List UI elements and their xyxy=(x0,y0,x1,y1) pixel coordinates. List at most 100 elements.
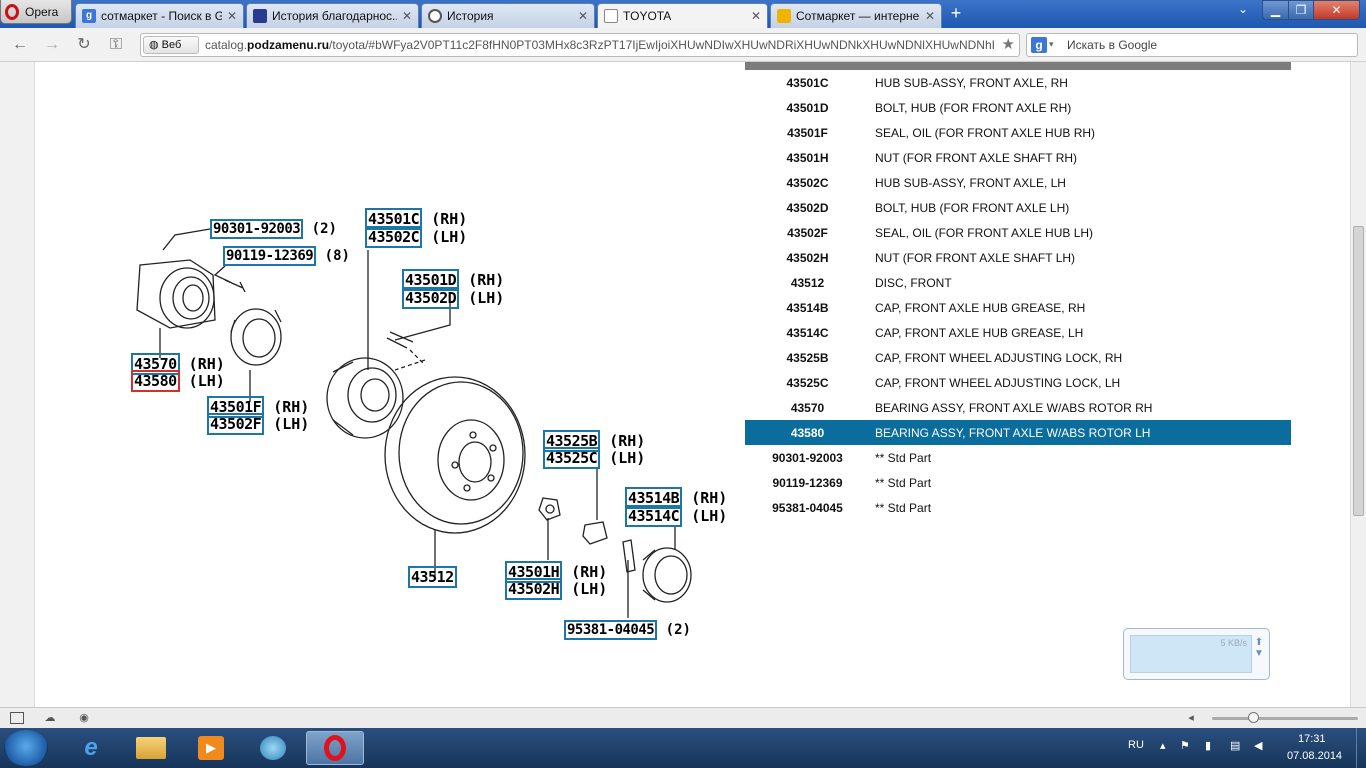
tab-history-thanks[interactable]: История благодарнос... ✕ xyxy=(246,3,419,28)
part-number-link[interactable]: 43501D xyxy=(402,269,460,291)
search-engine-dropdown-icon[interactable]: ▾ xyxy=(1049,39,1054,49)
opera-menu-button[interactable]: Opera xyxy=(0,0,72,24)
flag-icon[interactable]: ⚑ xyxy=(1180,740,1190,752)
taskbar-opera[interactable] xyxy=(306,731,364,765)
tab-close-icon[interactable]: ✕ xyxy=(577,9,588,23)
start-button[interactable] xyxy=(4,730,48,766)
zoom-slider-knob[interactable] xyxy=(1248,712,1259,723)
restore-button[interactable]: ❐ xyxy=(1288,0,1314,20)
table-row[interactable]: 90119-12369** Std Part xyxy=(745,470,1291,495)
part-number-link[interactable]: 43501F xyxy=(207,396,265,418)
part-number-link-selected[interactable]: 43580 xyxy=(131,370,180,392)
callout-43570[interactable]: 43570 (RH) xyxy=(131,353,225,375)
callout-90301-92003[interactable]: 90301-92003 (2) xyxy=(210,219,337,239)
tab-menu-chevron-icon[interactable]: ⌄ xyxy=(1237,2,1249,16)
part-code[interactable]: 43502D xyxy=(786,200,829,215)
part-number-link[interactable]: 43525C xyxy=(543,447,601,469)
tab-google-search[interactable]: g сотмаркет - Поиск в G... ✕ xyxy=(75,3,244,28)
tab-close-icon[interactable]: ✕ xyxy=(401,9,412,23)
callout-43501H[interactable]: 43501H (RH) xyxy=(505,561,607,583)
taskbar-explorer[interactable] xyxy=(122,731,180,765)
speed-dial-icon[interactable]: ◉ xyxy=(79,712,89,724)
scrollbar-thumb[interactable] xyxy=(1353,226,1364,516)
tab-sotmarket[interactable]: Сотмаркет — интерне... ✕ xyxy=(770,3,942,28)
language-indicator[interactable]: RU xyxy=(1128,739,1144,751)
part-number-link[interactable]: 43512 xyxy=(408,566,457,588)
network-icon[interactable]: ▤ xyxy=(1230,740,1241,752)
taskbar-app[interactable] xyxy=(244,731,302,765)
callout-43514C[interactable]: 43514C (LH) xyxy=(625,505,727,527)
zoom-left-arrow-icon[interactable]: ◂ xyxy=(1188,712,1194,724)
callout-90119-12369[interactable]: 90119-12369 (8) xyxy=(223,246,350,266)
part-code[interactable]: 95381-04045 xyxy=(772,500,843,515)
cloud-icon[interactable]: ☁ xyxy=(44,712,56,724)
part-number-link[interactable]: 43501H xyxy=(505,561,563,583)
clock-date[interactable]: 07.08.2014 xyxy=(1287,750,1343,762)
part-code[interactable]: 43502F xyxy=(787,225,828,240)
callout-43502F[interactable]: 43502F (LH) xyxy=(207,413,309,435)
show-desktop-button[interactable] xyxy=(1356,728,1366,768)
callout-43525B[interactable]: 43525B (RH) xyxy=(543,430,645,452)
part-number-link[interactable]: 43514C xyxy=(625,505,683,527)
callout-95381-04045[interactable]: 95381-04045 (2) xyxy=(564,620,691,640)
reload-icon[interactable]: ↻ xyxy=(77,36,91,53)
callout-43501D[interactable]: 43501D (RH) xyxy=(402,269,504,291)
part-code[interactable]: 43501D xyxy=(786,100,829,115)
clock-time[interactable]: 17:31 xyxy=(1298,733,1326,745)
part-code[interactable]: 43570 xyxy=(790,400,825,415)
tab-close-icon[interactable]: ✕ xyxy=(750,9,761,23)
callout-43512[interactable]: 43512 xyxy=(408,566,457,588)
close-window-button[interactable]: ✕ xyxy=(1313,0,1360,20)
download-speed-widget[interactable]: 5 KB/s ⬆▼ xyxy=(1123,628,1270,680)
tray-expand-icon[interactable]: ▴ xyxy=(1160,740,1166,752)
device-icon[interactable]: ▮ xyxy=(1205,740,1212,752)
callout-43502H[interactable]: 43502H (LH) xyxy=(505,578,607,600)
callout-43525C[interactable]: 43525C (LH) xyxy=(543,447,645,469)
table-row[interactable]: 90301-92003** Std Part xyxy=(745,445,1291,470)
part-number-link[interactable]: 90119-12369 xyxy=(223,246,317,266)
taskbar-ie[interactable]: e xyxy=(62,731,120,765)
part-number-link[interactable]: 43502C xyxy=(365,226,423,248)
part-code[interactable]: 43525C xyxy=(786,375,829,390)
new-tab-button[interactable]: + xyxy=(950,3,962,23)
table-row[interactable]: 95381-04045** Std Part xyxy=(745,495,1291,520)
callout-43580[interactable]: 43580 (LH) xyxy=(131,370,225,392)
search-field[interactable]: g ▾ Искать в Google xyxy=(1026,33,1358,57)
part-number-link[interactable]: 95381-04045 xyxy=(564,620,658,640)
url-text[interactable]: catalog.podzamenu.ru/toyota/#bWFya2V0PT1… xyxy=(205,38,995,52)
part-code[interactable]: 43525B xyxy=(786,350,829,365)
callout-43501C[interactable]: 43501C (RH) xyxy=(365,208,467,230)
google-search-icon[interactable]: g xyxy=(1031,37,1047,53)
tab-close-icon[interactable]: ✕ xyxy=(924,9,935,23)
part-code[interactable]: 43512 xyxy=(790,275,825,290)
part-code[interactable]: 43502H xyxy=(786,250,829,265)
page-scrollbar[interactable] xyxy=(1350,62,1366,707)
part-number-link[interactable]: 43570 xyxy=(131,353,180,375)
part-number-link[interactable]: 90301-92003 xyxy=(210,219,304,239)
callout-43502C[interactable]: 43502C (LH) xyxy=(365,226,467,248)
callout-43501F[interactable]: 43501F (RH) xyxy=(207,396,309,418)
speed-toggle-arrows-icon[interactable]: ⬆▼ xyxy=(1254,637,1264,659)
part-code[interactable]: 90301-92003 xyxy=(772,450,843,465)
part-code[interactable]: 43514C xyxy=(786,325,829,340)
minimize-button[interactable]: ▁ xyxy=(1262,0,1289,20)
volume-icon[interactable]: ◀ xyxy=(1254,740,1263,752)
part-number-link[interactable]: 43525B xyxy=(543,430,601,452)
part-code[interactable]: 43502C xyxy=(786,175,829,190)
part-number-link[interactable]: 43502F xyxy=(207,413,265,435)
zoom-slider-track[interactable] xyxy=(1212,717,1358,720)
part-number-link[interactable]: 43502D xyxy=(402,287,460,309)
callout-43514B[interactable]: 43514B (RH) xyxy=(625,487,727,509)
